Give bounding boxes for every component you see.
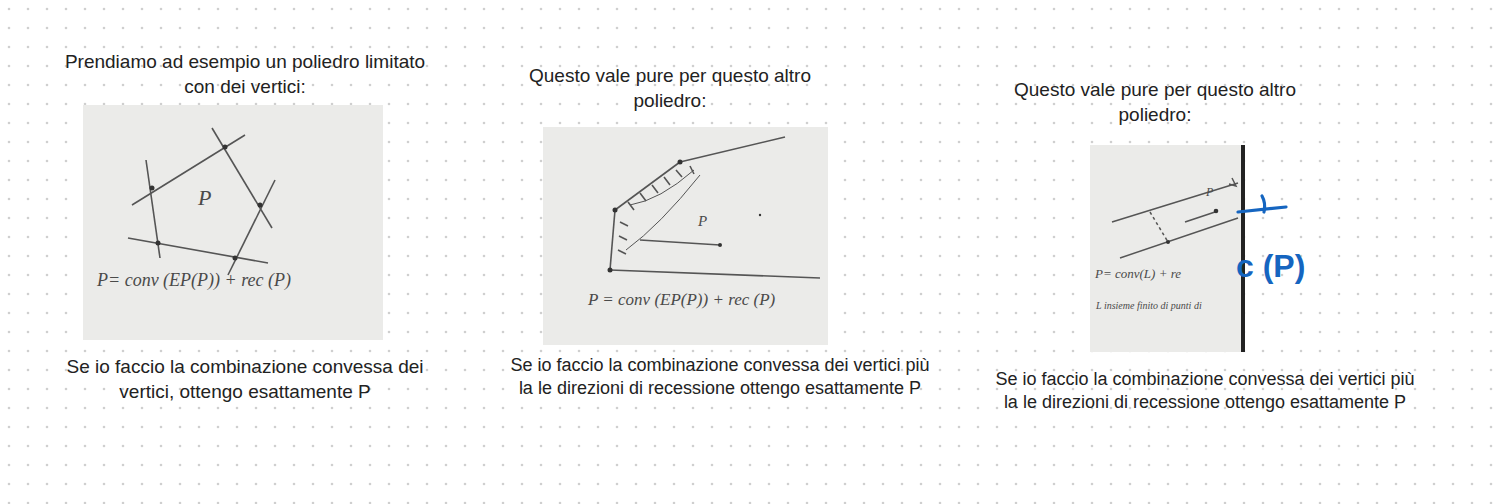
- region-label: P: [198, 185, 211, 211]
- formula: P= conv (EP(P)) + rec (P): [97, 270, 291, 291]
- panel-caption: Se io faccio la combinazione convessa de…: [40, 355, 450, 404]
- panel-heading: Questo vale pure per questo altro polied…: [515, 64, 825, 113]
- whiteboard-photo: [543, 127, 828, 345]
- panel-heading: Questo vale pure per questo altro polied…: [1000, 78, 1310, 127]
- whiteboard-photo: [83, 105, 383, 340]
- region-label: P: [698, 213, 707, 230]
- ink-annotation: c (P): [1236, 248, 1305, 285]
- formula: P = conv (EP(P)) + rec (P): [588, 290, 775, 310]
- panel-caption: Se io faccio la combinazione convessa de…: [990, 368, 1420, 415]
- panel-heading: Prendiamo ad esempio un poliedro limitat…: [60, 50, 430, 99]
- note: L insieme finito di punti di: [1096, 300, 1216, 311]
- ink-mark: [1238, 196, 1286, 212]
- formula: P= conv(L) + re: [1095, 266, 1181, 282]
- region-label: P: [1206, 185, 1213, 200]
- panel-caption: Se io faccio la combinazione convessa de…: [505, 354, 935, 401]
